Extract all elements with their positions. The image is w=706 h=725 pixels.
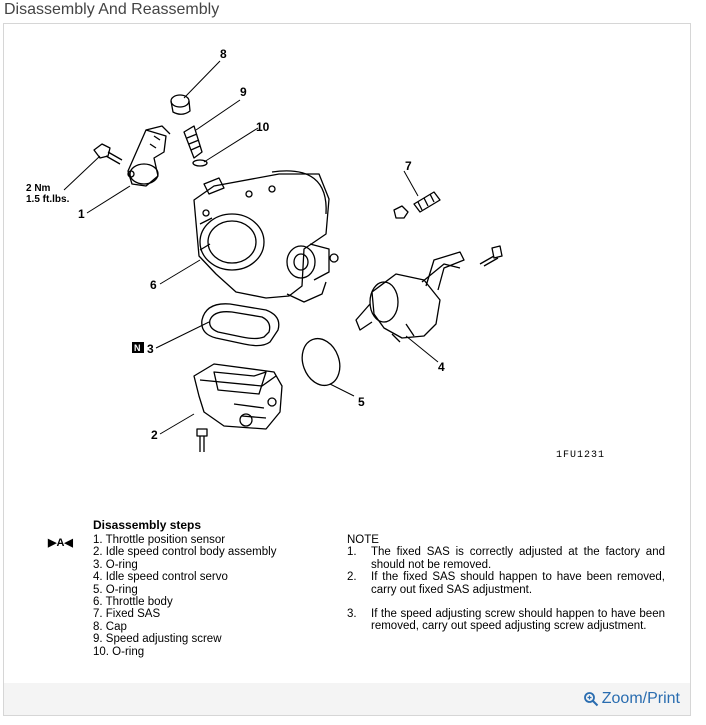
- note-text: If the fixed SAS should happen to have b…: [371, 571, 665, 596]
- step-item: 3. O-ring: [93, 558, 138, 571]
- zoom-print-link[interactable]: Zoom/Print: [583, 690, 680, 708]
- callout-8: 8: [220, 47, 227, 61]
- tps-bolt-part: [93, 143, 123, 165]
- gasket-o-ring-part: [201, 303, 280, 347]
- note-title: NOTE: [347, 534, 379, 546]
- cap-part: [170, 94, 191, 115]
- fixed-sas-part: [393, 191, 441, 219]
- reassembly-marker: ▶A◀: [48, 537, 73, 549]
- step-item: 10. O-ring: [93, 645, 145, 658]
- note-text: The fixed SAS is correctly adjusted at t…: [371, 546, 665, 571]
- step-item: 1. Throttle position sensor: [93, 534, 226, 546]
- steps-list: 1. Throttle position sensor 2. Idle spee…: [93, 534, 276, 658]
- page-title: Disassembly And Reassembly: [4, 1, 220, 18]
- note-number: 3.: [347, 608, 357, 621]
- callout-7: 7: [405, 159, 412, 173]
- steps-title: Disassembly steps: [93, 518, 202, 532]
- note-number: 1.: [347, 546, 357, 559]
- torque-nm-label: 2 Nm: [26, 183, 51, 194]
- callout-3: 3: [147, 342, 154, 356]
- n-marker-label: N: [134, 343, 141, 353]
- note-text: If the speed adjusting screw should happ…: [371, 608, 665, 633]
- callout-10: 10: [256, 120, 270, 134]
- note-item: 2. If the fixed SAS should happen to hav…: [347, 571, 665, 596]
- zoom-print-label: Zoom/Print: [601, 690, 680, 707]
- callout-9: 9: [240, 85, 247, 99]
- note-item: 1. The fixed SAS is correctly adjusted a…: [347, 546, 665, 571]
- callout-5: 5: [358, 395, 365, 409]
- callout-6: 6: [150, 278, 157, 292]
- step-item: 4. Idle speed control servo: [93, 571, 228, 584]
- footer-bar: Zoom/Print: [4, 683, 690, 715]
- bracket-part: [425, 251, 465, 291]
- magnifier-icon: [583, 692, 598, 707]
- note-item: 3. If the speed adjusting screw should h…: [347, 608, 665, 633]
- speed-adjusting-screw-part: [183, 125, 203, 159]
- throttle-body-part: [193, 170, 339, 303]
- callout-4: 4: [438, 360, 445, 374]
- step-item: 2. Idle speed control body assembly: [93, 546, 277, 559]
- note-block: NOTE 1. The fixed SAS is correctly adjus…: [347, 534, 665, 633]
- n-marker-box: [132, 342, 144, 353]
- torque-ftlbs-label: 1.5 ft.lbs.: [26, 194, 70, 205]
- isc-servo-part: [355, 263, 461, 343]
- o-ring-part: [301, 337, 341, 387]
- servo-bolt-part: [479, 245, 503, 267]
- diagram-frame: 8 9 10 7 1 6 3 4 5 2 2 Nm 1.5 ft.lbs. N …: [3, 23, 691, 716]
- step-item: 7. Fixed SAS: [93, 608, 161, 621]
- small-o-ring-part: [192, 159, 208, 167]
- figure-id: 1FU1231: [556, 450, 606, 461]
- step-item: 8. Cap: [93, 620, 127, 633]
- isc-body-bolt-part: [196, 428, 208, 452]
- callout-1: 1: [78, 207, 85, 221]
- note-number: 2.: [347, 571, 357, 584]
- isc-body-assembly-part: [193, 363, 283, 430]
- step-item: 5. O-ring: [93, 583, 138, 596]
- step-item: 6. Throttle body: [93, 596, 173, 609]
- throttle-position-sensor-part: [127, 125, 171, 187]
- exploded-diagram: 8 9 10 7 1 6 3 4 5 2 2 Nm 1.5 ft.lbs. N: [26, 47, 503, 452]
- callout-2: 2: [151, 428, 158, 442]
- step-item: 9. Speed adjusting screw: [93, 633, 222, 646]
